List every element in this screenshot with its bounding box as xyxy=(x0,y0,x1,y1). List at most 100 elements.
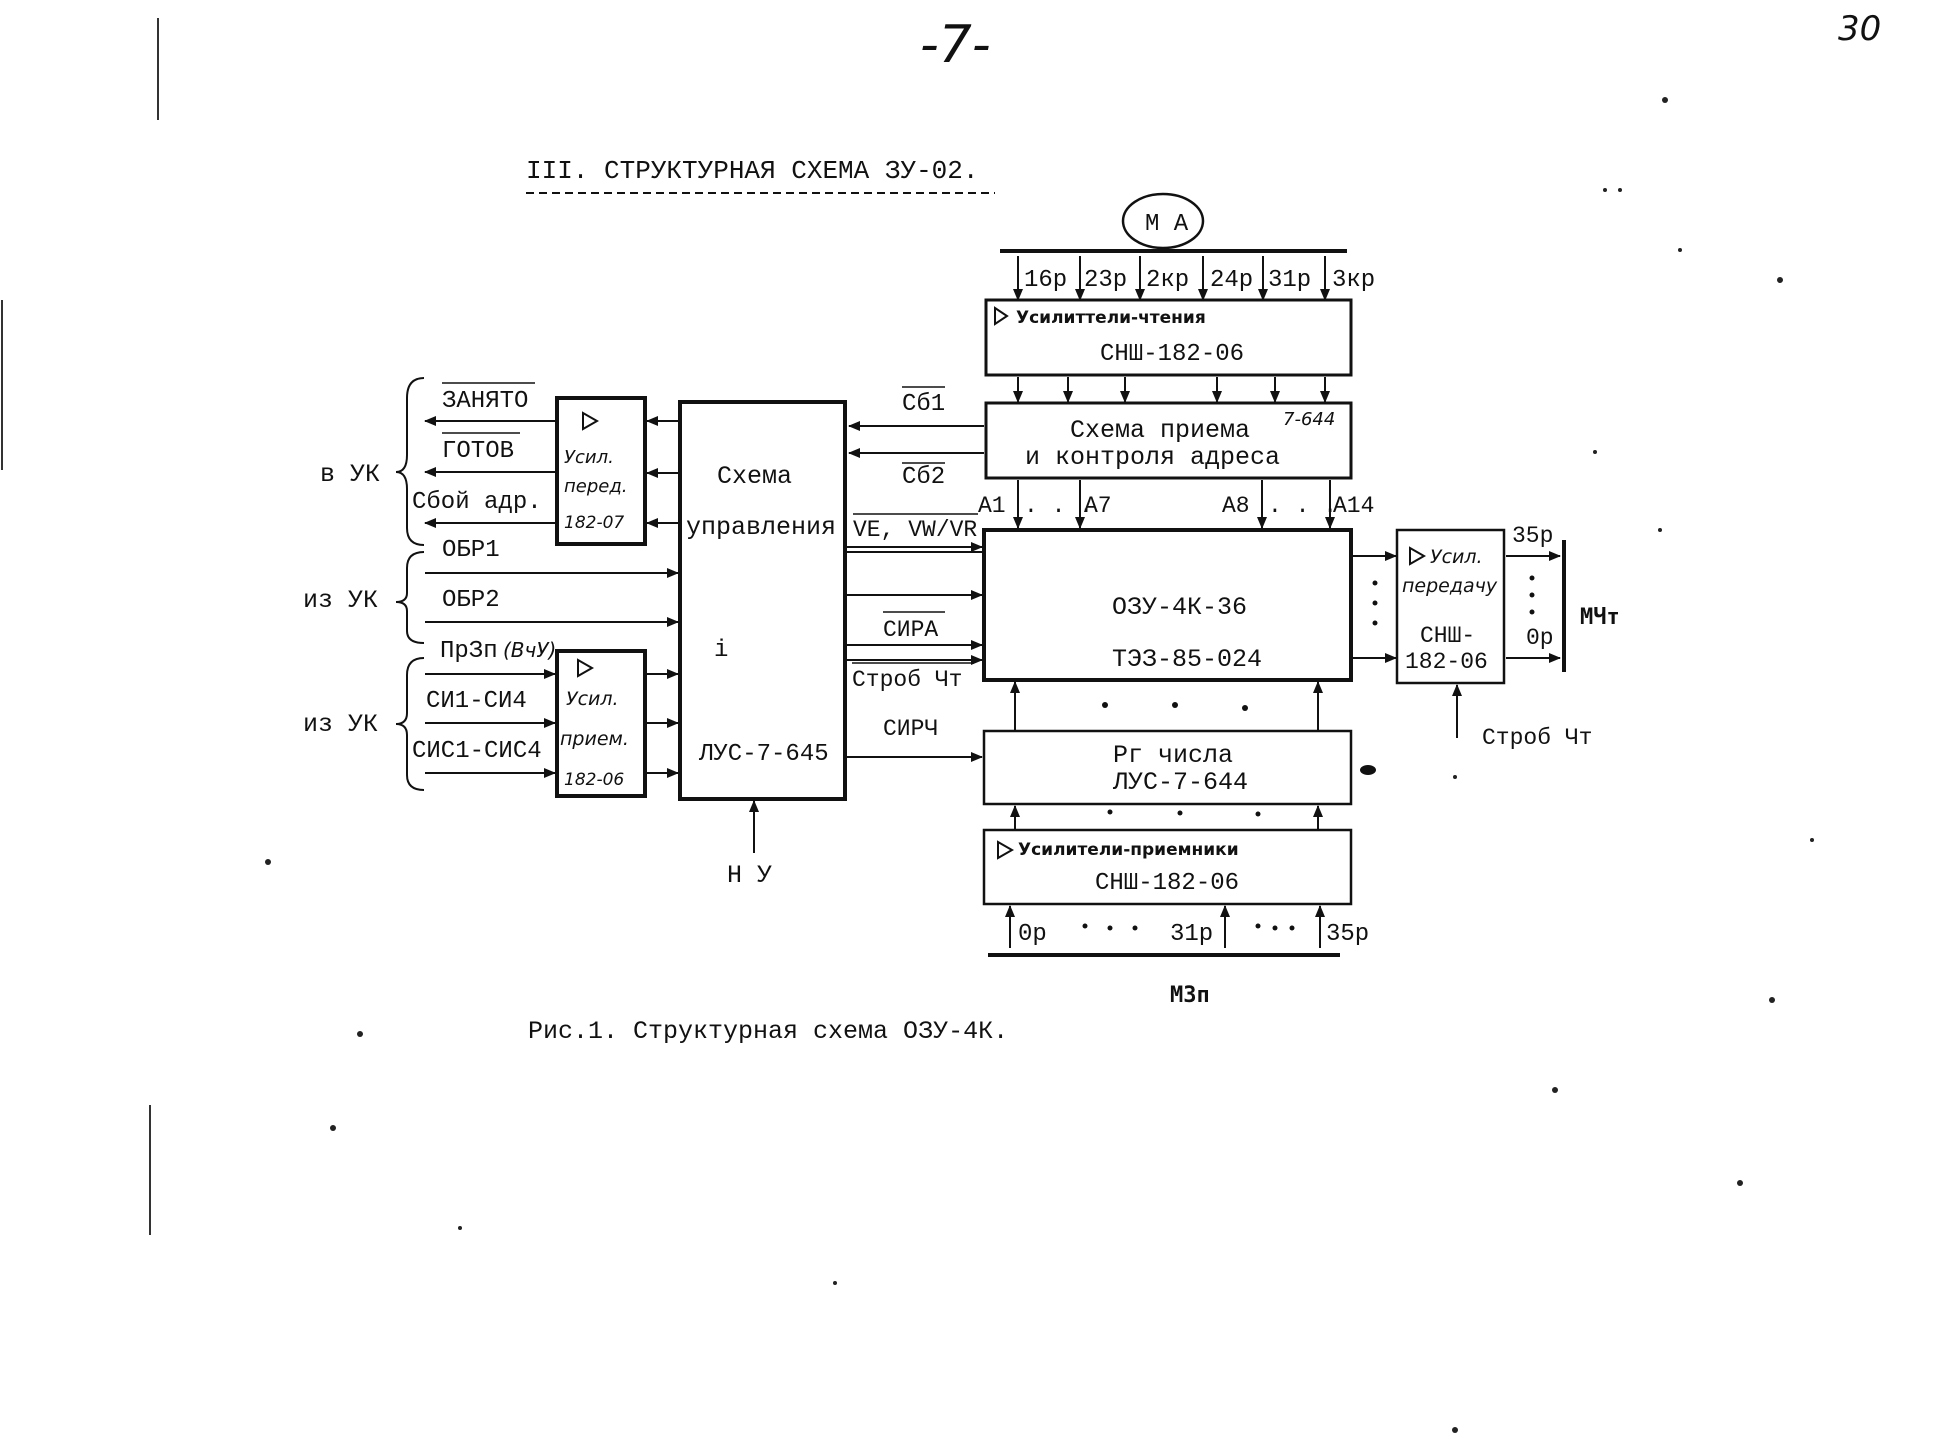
read-amp-title: Усилиттели-чтения xyxy=(1016,308,1206,328)
address-control-line2: и контроля адреса xyxy=(1025,443,1280,472)
signal-przp: ПрЗп xyxy=(440,638,498,665)
ma-tap-31r: 31р xyxy=(1268,267,1311,294)
mzp-tap-31r: 31р xyxy=(1170,921,1213,948)
control-memory-signals xyxy=(847,421,984,762)
control-line1: Схема xyxy=(717,462,792,491)
mzp-tap-35r: 35р xyxy=(1326,921,1369,948)
output-bus-dots xyxy=(1529,575,1535,615)
signal-si1-si4: СИ1-СИ4 xyxy=(426,688,527,715)
output-amp-line3: СНШ- xyxy=(1420,623,1475,649)
address-control-block xyxy=(984,401,1353,480)
rx-input-arrows xyxy=(425,669,556,778)
mcht-top-label: 35р xyxy=(1512,523,1553,549)
signal-ve: VE, VW/VR xyxy=(853,517,977,543)
read-amp-part: СНШ-182-06 xyxy=(1100,341,1244,368)
control-block xyxy=(678,400,847,801)
corner-mark: 30 xyxy=(1838,9,1881,49)
recv-amp-part: СНШ-182-06 xyxy=(1095,870,1239,897)
register-to-memory-dots xyxy=(1102,702,1248,711)
ma-bus-label: М А xyxy=(1145,211,1189,238)
addr-a14: А14 xyxy=(1333,493,1374,519)
register-line2: ЛУС-7-644 xyxy=(1112,768,1248,797)
rx-amp-triangle-icon xyxy=(577,658,595,678)
tx-amp-line2: перед. xyxy=(564,476,628,497)
mzp-bus-label: МЗп xyxy=(1170,983,1210,1008)
memory-line2: ТЭЗ-85-024 xyxy=(1112,645,1262,674)
address-control-note: 7-644 xyxy=(1283,409,1335,430)
addr-dots-2: . . . xyxy=(1268,493,1337,519)
ma-tap-3kr: 3кр xyxy=(1332,267,1375,294)
register-line1: Рг числа xyxy=(1113,741,1233,770)
receive-amplifiers-block xyxy=(982,828,1353,906)
control-to-tx-arrows xyxy=(646,416,680,528)
scan-specks xyxy=(265,97,1814,1433)
brace-from-uk-1 xyxy=(395,551,425,644)
address-lines xyxy=(1013,480,1335,529)
signal-obr2: ОБР2 xyxy=(442,587,500,614)
memory-block xyxy=(982,528,1353,682)
nu-label: Н У xyxy=(727,861,772,890)
signal-obr1: ОБР1 xyxy=(442,537,500,564)
read-amplifiers-block xyxy=(984,298,1353,377)
read-to-addr-arrows xyxy=(1013,377,1330,403)
signal-sb1: Сб1 xyxy=(902,391,945,418)
recv-amp-triangle-icon xyxy=(997,840,1015,860)
signal-vch: (ВчУ) xyxy=(503,638,556,662)
tx-amp-line3: 182-07 xyxy=(564,513,624,533)
ink-blot xyxy=(1360,765,1376,775)
register-to-memory-arrows xyxy=(1010,681,1323,730)
group-label-from-uk-2: из УК xyxy=(303,710,378,739)
page-heading: III. СТРУКТУРНАЯ СХЕМА ЗУ-02. xyxy=(526,156,978,186)
mzp-tap-0r: 0р xyxy=(1018,921,1047,948)
output-amp-triangle-icon xyxy=(1409,546,1427,566)
output-amp-line2: передачу xyxy=(1402,575,1498,597)
signal-sirch: СИРЧ xyxy=(883,716,938,742)
addr-a8: А8 xyxy=(1222,493,1250,519)
output-amp-line4: 182-06 xyxy=(1405,649,1488,675)
rx-amp-line2: прием. xyxy=(560,728,629,750)
memory-output-dots xyxy=(1372,580,1378,626)
output-bus-arrows xyxy=(1506,551,1561,663)
brace-from-uk-2 xyxy=(395,657,425,791)
address-control-line1: Схема приема xyxy=(1070,416,1250,445)
ma-tap-16r: 16р xyxy=(1024,267,1067,294)
signal-strob: Строб Чт xyxy=(852,667,962,693)
mcht-bus-label: МЧт xyxy=(1580,605,1620,630)
rx-amplifier-block xyxy=(555,649,647,798)
signal-zanyato: ЗАНЯТО xyxy=(442,388,528,415)
group-label-from-uk-1: из УК xyxy=(303,586,378,615)
ma-bus-label-oval xyxy=(1121,192,1205,250)
ma-bus-taps xyxy=(1013,256,1330,301)
direct-input-arrows xyxy=(425,568,679,627)
tx-amp-line1: Усил. xyxy=(564,447,614,468)
rx-amp-line3: 182-06 xyxy=(564,770,624,790)
strobe-read-label: Строб Чт xyxy=(1482,725,1592,751)
scan-margin-artifacts xyxy=(1,18,159,1235)
read-amp-triangle-icon xyxy=(994,306,1009,326)
recv-amp-title: Усилители-приемники xyxy=(1018,840,1239,860)
page-number: -7- xyxy=(920,15,991,75)
mcht-bottom-label: 0р xyxy=(1526,625,1554,651)
addr-a1: А1 xyxy=(978,493,1006,519)
rx-amp-line1: Усил. xyxy=(566,688,619,710)
rx-to-control-arrows xyxy=(647,669,679,778)
recv-to-register-dots xyxy=(1107,809,1261,817)
output-amplifier-block xyxy=(1395,528,1506,685)
signal-sira: СИРА xyxy=(883,617,938,643)
group-label-to-uk: в УК xyxy=(320,460,380,489)
control-line2: управления xyxy=(686,513,836,542)
signal-gotov: ГОТОВ xyxy=(442,438,514,465)
number-register-block xyxy=(982,729,1353,806)
brace-to-uk xyxy=(395,377,425,546)
addr-a7: А7 xyxy=(1084,493,1112,519)
mzp-tap-dots xyxy=(1082,923,1295,931)
ma-tap-23r: 23р xyxy=(1084,267,1127,294)
tx-amp-triangle-icon xyxy=(582,411,600,431)
signal-sb2: Сб2 xyxy=(902,464,945,491)
output-amp-line1: Усил. xyxy=(1430,546,1483,568)
mzp-bus-taps xyxy=(1005,905,1325,948)
addr-dots-1: . . . xyxy=(1024,493,1093,519)
ma-tap-24r: 24р xyxy=(1210,267,1253,294)
control-part: ЛУС-7-645 xyxy=(698,741,829,768)
